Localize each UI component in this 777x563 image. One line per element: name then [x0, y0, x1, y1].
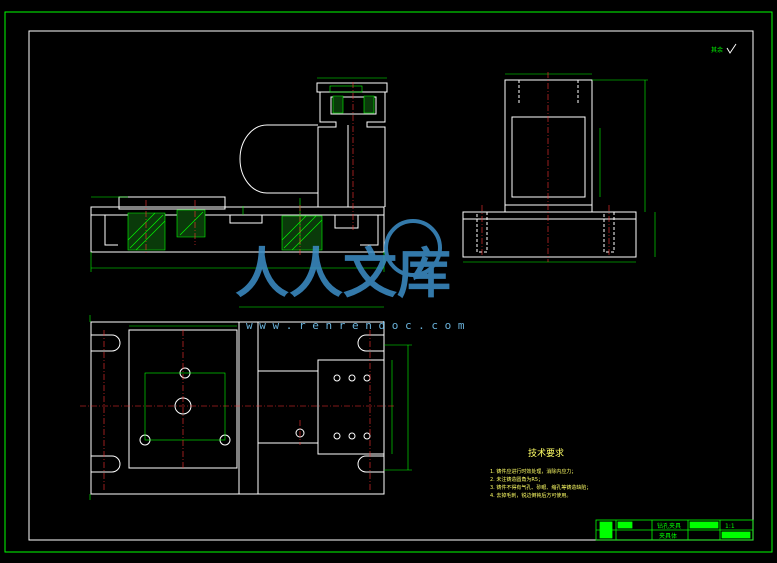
- title-block-name2: 夹具体: [659, 532, 677, 540]
- tech-requirements: 技术要求 1. 铸件应进行时效处理，消除内应力； 2. 未注铸造圆角为R5； 3…: [490, 447, 591, 499]
- title-block-scale: 1:1: [725, 523, 735, 530]
- front-view-hatch: [127, 95, 375, 251]
- watermark-url: w w w . r e n r e n d o c . c o m: [246, 319, 465, 332]
- side-view: [462, 79, 637, 258]
- outer-frame: [4, 11, 773, 553]
- tech-req-item-4: 4. 去掉毛刺，锐边倒钝后方可使用。: [490, 492, 571, 499]
- inner-frame: [28, 30, 754, 541]
- front-view-centerlines: [145, 82, 354, 255]
- title-block: [595, 519, 754, 541]
- top-view: [90, 321, 385, 495]
- tech-req-item-3: 3. 铸件不得有气孔、砂眼、缩孔等铸造缺陷；: [490, 484, 591, 491]
- tech-req-item-1: 1. 铸件应进行时效处理，消除内应力；: [490, 468, 576, 475]
- roughness-note: 其余: [711, 43, 737, 54]
- side-view-centerlines: [481, 72, 610, 262]
- watermark-cn: 人人文库: [235, 241, 451, 305]
- roughness-note-label: 其余: [711, 46, 723, 54]
- side-view-hatch: [476, 211, 615, 253]
- tech-req-title: 技术要求: [528, 447, 564, 459]
- title-block-name: 钻孔夹具: [657, 522, 681, 530]
- tech-req-item-2: 2. 未注铸造圆角为R5；: [490, 476, 543, 483]
- watermark: 人人文库 w w w . r e n r e n d o c . c o m: [235, 219, 465, 332]
- side-view-dims: [463, 73, 656, 263]
- top-view-dims: [89, 306, 412, 500]
- front-view: [90, 82, 388, 253]
- top-view-centerlines: [80, 330, 395, 490]
